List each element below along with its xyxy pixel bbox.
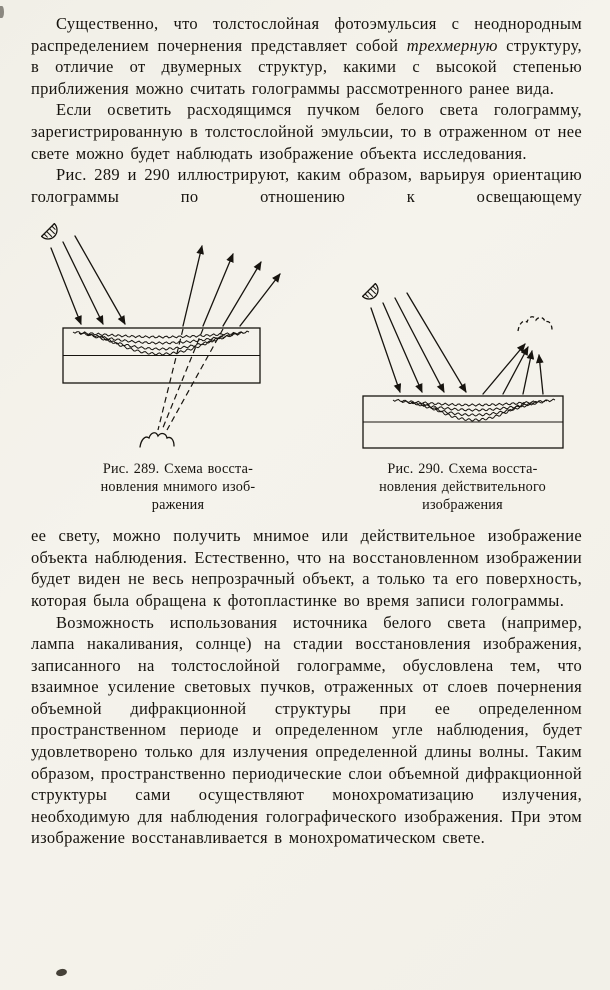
figure-290-caption: Рис. 290. Схема восста- новления действи… xyxy=(379,461,546,513)
fringe-layer xyxy=(72,330,250,340)
fringe-layer xyxy=(392,398,556,408)
figure-289-diagram xyxy=(40,223,281,448)
figure-289-caption: Рис. 289. Схема восста- новления мнимого… xyxy=(100,461,256,513)
incident-ray xyxy=(50,247,82,326)
reflected-ray xyxy=(502,346,529,395)
lamp-icon xyxy=(361,283,379,300)
virtual-ray-dashed xyxy=(161,329,204,431)
virtual-image-object xyxy=(139,432,175,448)
paragraph-1-text: Существенно, что толстослойная фотоэмуль… xyxy=(31,14,582,55)
reflected-ray xyxy=(182,245,204,327)
incident-ray xyxy=(74,235,126,326)
reflected-ray xyxy=(202,253,234,327)
incident-ray xyxy=(62,241,104,326)
reflected-ray xyxy=(482,343,526,395)
scan-artifact xyxy=(55,967,68,978)
figure-290: Рис. 290. Схема восста- новления действи… xyxy=(345,274,580,514)
virtual-ray-dashed xyxy=(157,329,184,431)
incident-ray xyxy=(406,292,467,394)
incident-ray xyxy=(370,307,402,394)
paragraph-2: Если осветить расходящимся пучком белого… xyxy=(31,100,582,163)
paragraph-1: Существенно, что толстослойная фотоэмуль… xyxy=(31,13,582,99)
reflected-ray xyxy=(239,273,281,327)
paragraph-4: ее свету, можно получить мнимое или дейс… xyxy=(31,526,582,610)
reflected-ray xyxy=(522,350,535,395)
reflected-ray xyxy=(535,354,544,395)
paragraph-1-text-cont: структуру, в отличие от двумерных структ… xyxy=(31,35,582,98)
incident-ray xyxy=(382,302,423,394)
lamp-icon xyxy=(40,223,58,240)
reflected-ray xyxy=(222,261,262,327)
figure-289: Рис. 289. Схема восста- новления мнимого… xyxy=(33,216,323,514)
scan-artifact xyxy=(0,6,4,18)
virtual-ray-dashed xyxy=(166,329,224,431)
figures-row: Рис. 289. Схема восста- новления мнимого… xyxy=(33,216,580,514)
fringe-layer xyxy=(96,334,226,356)
incident-ray xyxy=(394,297,445,394)
paragraph-5: Возможность использования источника бело… xyxy=(31,612,582,848)
real-image-object xyxy=(517,316,553,332)
paragraph-1-italic-term: трехмерную xyxy=(406,35,498,55)
fringe-layer xyxy=(422,402,526,422)
paragraph-3: Рис. 289 и 290 иллюстрируют, каким образ… xyxy=(31,165,582,206)
figure-290-diagram xyxy=(361,283,564,449)
